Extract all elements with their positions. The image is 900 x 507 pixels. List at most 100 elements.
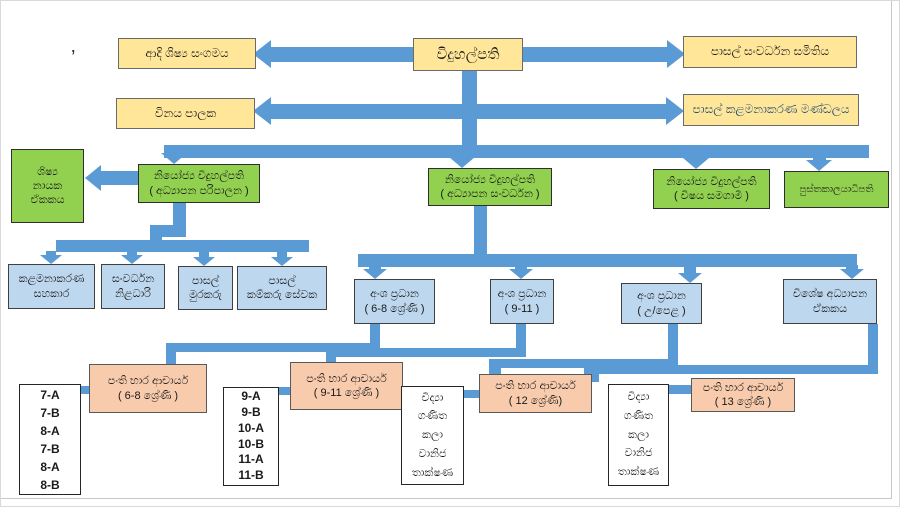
school-watchman-line: මුරකරු xyxy=(189,289,222,301)
student-leader-unit-line: ශිෂ්‍ය xyxy=(37,165,58,178)
node-classes-7-8-list: 7-A 7-B 8-A 7-B 8-A 8-B xyxy=(19,384,81,495)
elbow-13-v xyxy=(868,324,878,372)
elbow-9-11-drop xyxy=(326,348,336,363)
class-list-item: 10-A xyxy=(237,420,264,435)
stub-streams-12 xyxy=(459,390,479,398)
node-discipline-controller-label: විනය පාලක xyxy=(154,105,217,120)
stream-list-item: කලා xyxy=(422,429,443,442)
elbow-9-11-h xyxy=(326,348,526,357)
class-teachers-6-8-line: පංති භාර ආචාර්ය xyxy=(107,375,189,388)
arrowhead-to-section-al xyxy=(678,273,702,283)
center-distribution-bar xyxy=(358,254,857,267)
class-list-item: 10-B xyxy=(237,436,264,451)
drop-to-labour-staff xyxy=(277,251,287,258)
class-teachers-9-11-line: පංති භාර ආචාර්ය xyxy=(306,372,387,385)
class-teachers-9-11-line: ( 9-11 ශ්‍රේණි ) xyxy=(313,387,380,399)
drop-to-mgmt-assistant xyxy=(46,251,56,257)
node-school-labour-staff: පාසල් කම්කරු සේවක xyxy=(237,266,327,310)
arrowhead-to-alumni xyxy=(253,40,271,68)
school-labour-staff-line: පාසල් xyxy=(268,274,296,287)
section-head-al-line: ( උ/පෙළ ) xyxy=(637,304,686,317)
stray-mark: ’ xyxy=(71,47,76,69)
slide-right-edge xyxy=(891,1,892,499)
node-streams-grade-13-list: විද්‍යා ගණිත කලා වානිජ තාක්ෂණ xyxy=(608,384,669,486)
node-class-teachers-9-11: පංති භාර ආචාර්ය ( 9-11 ශ්‍රේණි ) xyxy=(290,362,403,410)
node-librarian: පුස්තකාලයාධිපති xyxy=(784,171,889,208)
arrowhead-to-student-unit xyxy=(85,165,101,191)
arrowhead-to-labour-staff xyxy=(271,257,293,266)
development-officer-line: සංවර්ධන xyxy=(111,273,155,286)
node-school-management-board-label: පාසල් කළමනාකරණ මණ්ඩලය xyxy=(692,102,850,117)
node-school-management-board: පාසල් කළමනාකරණ මණ්ඩලය xyxy=(683,94,859,126)
node-discipline-controller: විනය පාලක xyxy=(116,98,255,129)
connector-principal-to-alumni xyxy=(271,47,414,62)
section-head-9-11-line: ( 9-11 ) xyxy=(504,302,540,315)
arrowhead-to-librarian xyxy=(806,160,832,171)
class-list-item: 9-B xyxy=(241,404,261,419)
node-section-head-6-8: අංශ ප්‍රධාන ( 6-8 ශ්‍රේණි ) xyxy=(354,279,435,324)
drop-to-watchman xyxy=(199,251,209,258)
arrowhead-to-dev-officer xyxy=(121,255,143,264)
node-deputy-principal-administration: නියෝජ්‍ය විදුහල්පති ( අධ්‍යාපන පරිපාලන ) xyxy=(138,164,260,203)
node-class-teachers-6-8: පංති භාර ආචාර්ය ( 6-8 ශ්‍රේණි ) xyxy=(89,364,207,413)
management-assistant-line: සහකාර xyxy=(33,287,70,300)
stream-list-item: විද්‍යා xyxy=(627,391,650,404)
class-list-item: 8-B xyxy=(40,477,60,492)
elbow-13-h xyxy=(587,365,878,374)
librarian-line: පුස්තකාලයාධිපති xyxy=(799,184,874,195)
arrowhead-to-section-9-11 xyxy=(509,269,533,279)
arrowhead-to-discipline xyxy=(253,97,271,125)
class-list-item: 9-A xyxy=(241,389,261,404)
school-labour-staff-line: කම්කරු සේවක xyxy=(246,289,318,301)
dp-cocurricular-line: ( විෂය සමගාමී ) xyxy=(674,190,749,202)
student-leader-unit-line: නායක xyxy=(32,179,63,192)
arrowhead-to-watchman xyxy=(193,257,215,266)
stream-list-item: වානිජ xyxy=(624,447,653,460)
node-classes-9-11-list: 9-A 9-B 10-A 10-B 11-A 11-B xyxy=(223,387,279,486)
drop-to-section-9-11 xyxy=(515,265,527,270)
elbow-12-h xyxy=(489,359,678,368)
dp-admin-line: නියෝජ්‍ය විදුහල්පති xyxy=(153,170,245,183)
elbow-9-11-v xyxy=(516,324,526,356)
arrowhead-to-dp-admin xyxy=(161,153,187,164)
special-education-unit-line: විශේෂ අධ්‍යාපන xyxy=(792,288,868,301)
arrowhead-to-dp-cocurricular xyxy=(683,158,709,169)
class-teachers-13-line: ( 13 ශ්‍රේණි ) xyxy=(714,396,772,408)
stream-list-item: ගණිත xyxy=(623,409,654,422)
drop-to-section-6-8 xyxy=(369,265,381,270)
drop-to-special-ed xyxy=(846,265,858,270)
node-development-officer: සංවර්ධන නිළධාරි xyxy=(101,264,165,309)
class-list-item: 11-A xyxy=(238,452,264,467)
dp-cocurricular-line: නියෝජ්‍ය විදුහල්පති xyxy=(666,175,757,188)
student-leader-unit-line: ඒකකය xyxy=(30,194,65,207)
class-teachers-12-line: ( 12 ශ්‍රේණි) xyxy=(508,394,563,407)
stream-list-item: තාක්ෂණ xyxy=(617,466,660,479)
left-distribution-bar xyxy=(56,240,309,252)
drop-to-librarian xyxy=(813,156,826,161)
node-principal: විදුහල්පති xyxy=(413,38,523,71)
special-education-unit-line: ඒකකය xyxy=(813,302,847,315)
main-distribution-bar xyxy=(164,145,869,158)
node-school-development-society: පාසල් සංවර්ධන සමිතිය xyxy=(683,36,857,68)
section-head-6-8-line: ( 6-8 ශ්‍රේණි ) xyxy=(364,302,425,315)
connector-to-student-unit xyxy=(101,171,138,185)
management-assistant-line: කළමනාකරණ xyxy=(18,273,85,286)
arrowhead-to-mgmt-board xyxy=(666,97,684,125)
node-streams-grade-12-list: විද්‍යා ගණිත කලා වානිජ තාක්ෂණ xyxy=(401,386,464,485)
dp-development-line: නියෝජ්‍ය විදුහල්පති xyxy=(444,173,536,186)
node-principal-label: විදුහල්පති xyxy=(436,45,500,63)
stream-list-item: කලා xyxy=(628,428,649,441)
arrowhead-to-section-6-8 xyxy=(363,269,387,279)
arrowhead-to-dev-society xyxy=(667,40,685,68)
elbow-6-8-drop xyxy=(166,343,176,364)
elbow-12-v xyxy=(668,324,678,366)
node-school-watchman: පාසල් මුරකරු xyxy=(178,266,233,310)
node-class-teachers-13: පංති භාර ආචාර්ය ( 13 ශ්‍රේණි ) xyxy=(691,378,795,412)
stream-list-item: වානිජ xyxy=(418,447,447,460)
node-section-head-9-11: අංශ ප්‍රධාන ( 9-11 ) xyxy=(490,279,554,324)
connector-principal-to-mgmt-board xyxy=(469,104,666,119)
node-deputy-principal-development: නියෝජ්‍ය විදුහල්පති ( අධ්‍යාපන සංවර්ධන ) xyxy=(428,168,552,206)
connector-principal-to-dev-society xyxy=(523,47,667,62)
stream-list-item: තාක්ෂණ xyxy=(411,466,454,479)
arrowhead-to-special-ed xyxy=(840,269,864,279)
